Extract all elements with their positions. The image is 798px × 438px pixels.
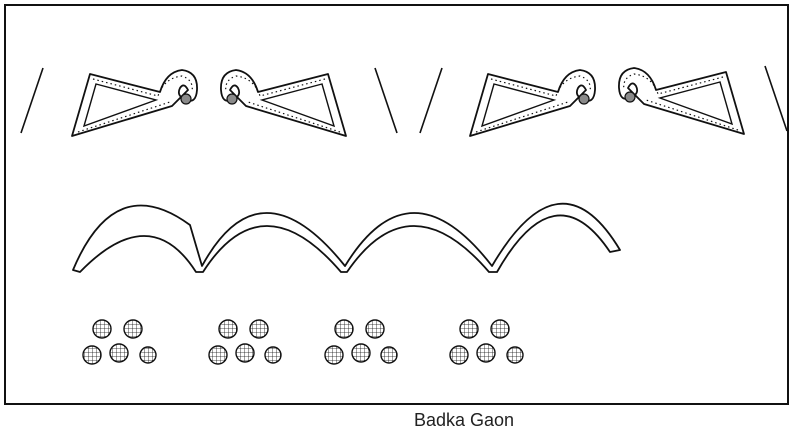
pennant-pair-left — [71, 69, 347, 137]
pennant-pair-right — [469, 67, 745, 137]
slash-marks — [20, 65, 788, 134]
bead-group-2 — [208, 319, 282, 365]
caption: Badka Gaon — [413, 410, 515, 430]
bead-group-4 — [449, 319, 524, 365]
border — [4, 4, 789, 405]
bead-group-1 — [82, 319, 157, 365]
bead-groups — [82, 319, 524, 365]
arch-band — [72, 202, 621, 273]
bead-group-3 — [324, 319, 398, 365]
